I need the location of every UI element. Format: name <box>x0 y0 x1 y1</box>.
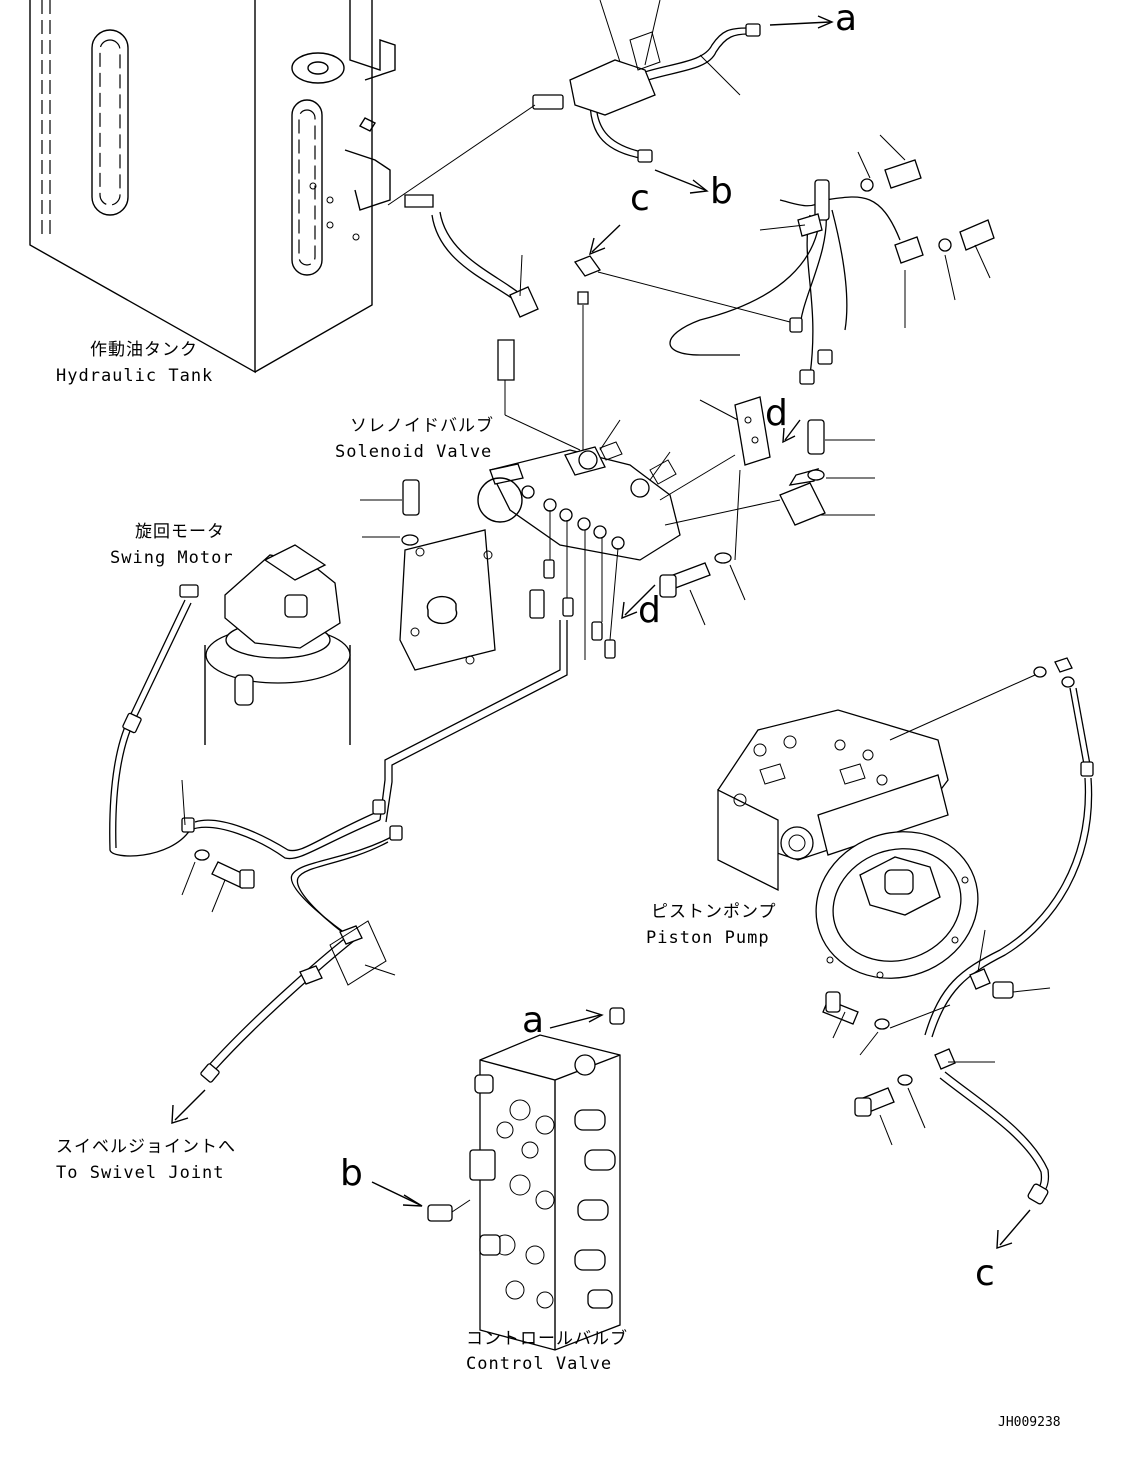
solenoid-valve-label-jp: ソレノイドバルブ <box>350 415 494 436</box>
piston-pump-label-jp: ピストンポンプ <box>651 902 777 922</box>
marker-a-control-valve: a <box>522 1000 544 1041</box>
swing-motor <box>179 544 351 745</box>
pump-pilot-hose <box>822 657 1094 1249</box>
swing-motor-hoses <box>109 599 568 1124</box>
piston-pump <box>717 709 979 979</box>
marker-c-top: c <box>630 178 650 219</box>
marker-b-top: b <box>710 171 733 212</box>
swing-motor-label-en: Swing Motor <box>110 548 234 568</box>
hydraulic-tank <box>29 0 396 374</box>
drawing-code: JH009238 <box>998 1415 1061 1430</box>
hydraulic-tank-label-en: Hydraulic Tank <box>56 366 213 386</box>
elbow-fitting-c <box>573 224 621 450</box>
swing-motor-label-jp: 旋回モータ <box>135 522 225 542</box>
marker-b-control-valve: b <box>340 1153 363 1194</box>
marker-c-pump: c <box>975 1253 995 1294</box>
solenoid-valve <box>360 396 875 671</box>
pilot-hose-cluster <box>597 134 995 385</box>
control-valve-label-en: Control Valve <box>466 1354 612 1374</box>
solenoid-valve-label-en: Solenoid Valve <box>335 442 492 462</box>
marker-d-upper: d <box>765 393 788 434</box>
piston-pump-label-en: Piston Pump <box>646 928 770 948</box>
control-valve-label-jp: コントロールバルブ <box>466 1328 628 1349</box>
component-labels: 作動油タンク Hydraulic Tank ソレノイドバルブ Solenoid … <box>56 340 777 1374</box>
marker-d-lower: d <box>638 590 661 631</box>
tank-return-hose <box>404 194 581 451</box>
hydraulic-tank-label-jp: 作動油タンク <box>90 340 198 360</box>
marker-a-top: a <box>835 0 857 39</box>
swivel-joint-label-jp: スイベルジョイントへ <box>56 1137 236 1157</box>
control-valve <box>371 1007 625 1351</box>
connection-markers: a b c d d a b c <box>340 0 995 1294</box>
swivel-joint-label-en: To Swivel Joint <box>56 1163 225 1183</box>
top-hose-assembly <box>387 0 834 206</box>
